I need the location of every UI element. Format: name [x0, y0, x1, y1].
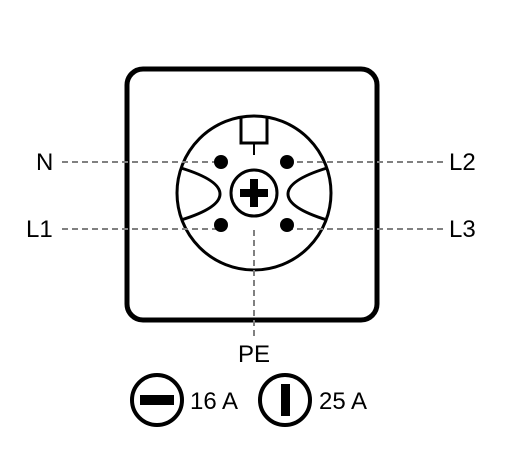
label-pe: PE: [238, 341, 270, 368]
pin-l3: [280, 218, 294, 232]
label-n: N: [36, 149, 53, 176]
label-l3: L3: [449, 216, 476, 243]
rating-25a-text: 25 A: [319, 388, 367, 415]
rating-25a: 25 A: [258, 373, 367, 427]
label-l1: L1: [26, 216, 53, 243]
rating-16a-text: 16 A: [190, 388, 238, 415]
pe-pin: [229, 168, 279, 218]
leader-lines: [62, 161, 445, 340]
pin-l1: [214, 218, 228, 232]
bar-circle-icon: [258, 373, 312, 427]
right-polarization-arc: [286, 166, 328, 222]
label-l2: L2: [449, 149, 476, 176]
rating-16a: 16 A: [130, 373, 238, 427]
contact-pins: [214, 155, 294, 232]
pin-l2: [280, 155, 294, 169]
plus-icon-v: [250, 179, 258, 207]
key-notch: [239, 118, 269, 145]
vertical-bar: [281, 384, 290, 416]
pin-n: [214, 155, 228, 169]
minus-circle-icon: [130, 373, 184, 427]
left-polarization-arc: [180, 166, 222, 222]
minus-bar: [140, 395, 174, 405]
socket-housing: [124, 66, 380, 323]
